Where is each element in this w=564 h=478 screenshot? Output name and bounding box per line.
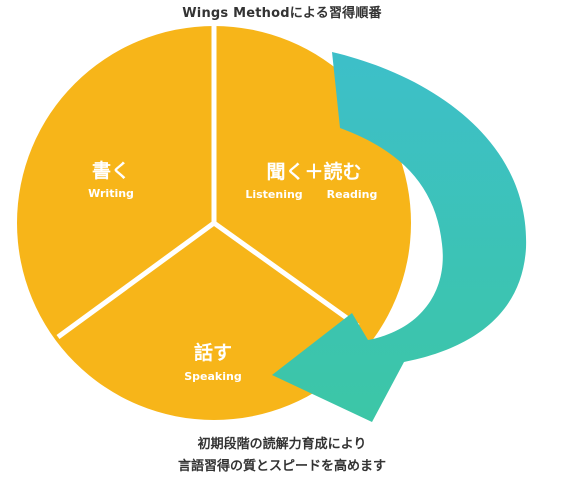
cycle-arrow	[272, 52, 527, 422]
diagram-title: Wings Methodによる習得順番	[182, 6, 382, 21]
speaking-label-en: Speaking	[184, 370, 241, 383]
caption-line-1: 初期段階の読解力育成により	[197, 437, 367, 452]
writing-label-jp: 書く	[92, 160, 130, 182]
pie-dividers	[56, 24, 360, 340]
speaking-label-jp: 話す	[194, 341, 232, 364]
writing-label-en: Writing	[88, 187, 134, 200]
listening-reading-label-jp: 聞く＋読む	[266, 160, 361, 183]
reading-label-en: Reading	[327, 188, 378, 201]
caption-line-2: 言語習得の質とスピードを高めます	[177, 459, 386, 474]
listening-label-en: Listening	[245, 188, 302, 201]
